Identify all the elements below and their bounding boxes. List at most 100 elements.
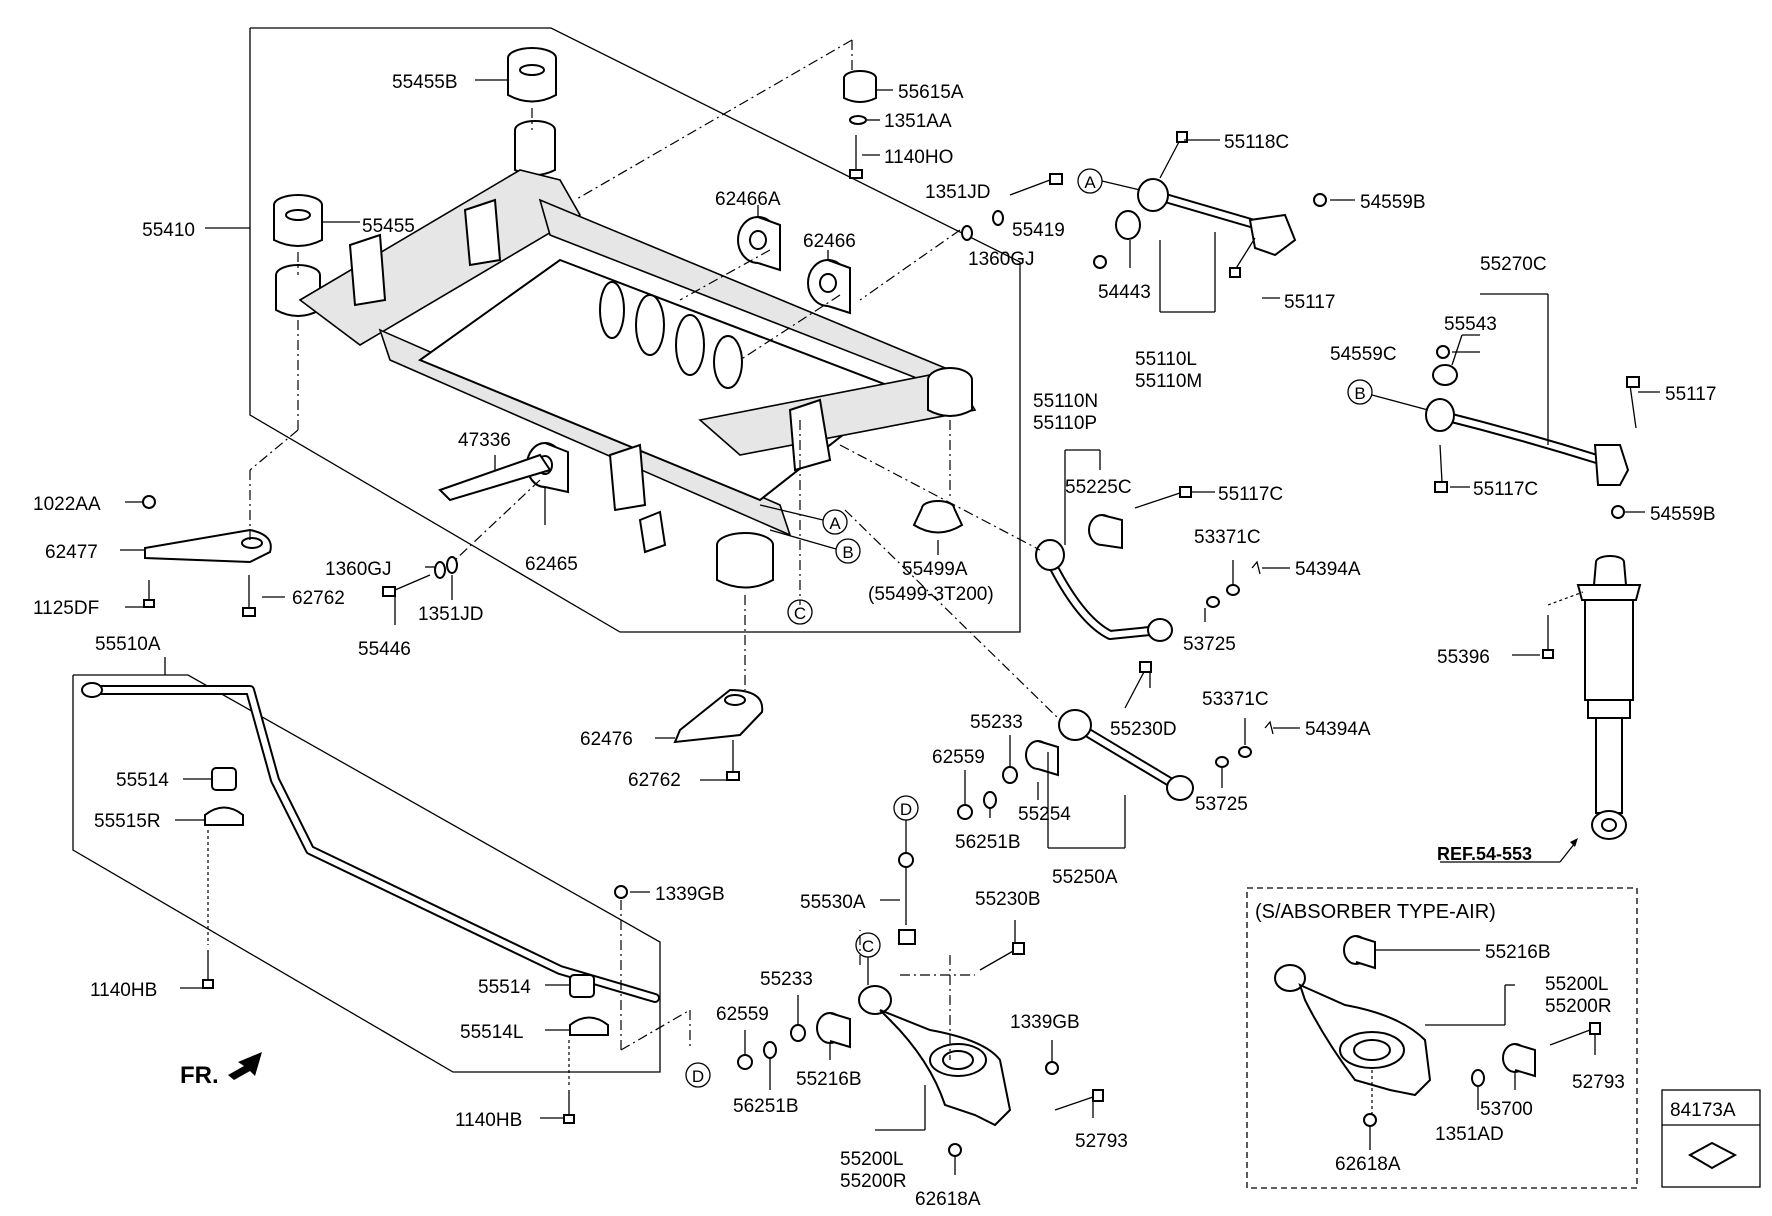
label-55216b_b: 55216B (1485, 942, 1551, 963)
bolt-62762-a (242, 575, 256, 617)
label-55455: 55455 (362, 216, 415, 237)
label-55543: 55543 (1444, 314, 1497, 335)
label-55110m: 55110M (1135, 371, 1202, 392)
bolt-1140HB-a (202, 950, 214, 989)
washer-56251B-b (763, 1041, 777, 1059)
washer-1351JD-b (446, 556, 458, 574)
marker-B-right: B (1347, 379, 1429, 411)
label-55250a: 55250A (1052, 867, 1118, 888)
label-54559c: 54559C (1330, 344, 1397, 365)
mount-62465 (526, 442, 569, 494)
bracket-55514L (569, 1016, 609, 1036)
bracket-62476 (673, 688, 764, 744)
marker-C-mid: C (787, 599, 813, 625)
bolt-55117C-a (1134, 486, 1192, 509)
upper-arm-55110L (1115, 178, 1297, 257)
label-62466a: 62466A (715, 189, 781, 210)
bushing-55455B (507, 47, 557, 103)
label-55499_3t200: (55499-3T200) (868, 584, 994, 605)
bolt-1140HB-b (563, 1090, 575, 1124)
bolt-52793-a (1054, 1089, 1104, 1111)
bushing-55254 (1025, 740, 1059, 777)
label-1351jd_b: 1351JD (418, 604, 484, 625)
label-55200r_b: 55200R (1545, 996, 1612, 1017)
washer-1360GJ-b (434, 561, 446, 579)
subframe-crossmember (275, 120, 977, 589)
svg-text:B: B (1354, 384, 1365, 403)
svg-text:C: C (862, 937, 874, 956)
bushing-53700 (1502, 1043, 1536, 1078)
marker-D-lower: D (685, 1062, 711, 1088)
label-54443: 54443 (1098, 282, 1151, 303)
air-absorber-group-box (1246, 887, 1638, 1189)
label-1140hb_a: 1140HB (90, 980, 157, 1001)
label-62559_a: 62559 (932, 747, 985, 768)
bolt-55419 (1009, 173, 1063, 196)
bolt-55230B (979, 942, 1025, 971)
label-62476: 62476 (580, 729, 633, 750)
label-55117c_b: 55117C (1473, 479, 1538, 500)
label-55110l: 55110L (1135, 349, 1197, 370)
label-62618a_a: 62618A (915, 1189, 981, 1210)
mount-62466 (807, 259, 851, 315)
bushing-55514-b (569, 974, 595, 998)
label-54559b_b: 54559B (1650, 504, 1716, 525)
label-62559_b: 62559 (716, 1004, 769, 1025)
label-53700: 53700 (1480, 1099, 1533, 1120)
label-1140ho: 1140HO (884, 147, 953, 168)
label-55446: 55446 (358, 639, 411, 660)
svg-text:A: A (1084, 173, 1096, 192)
label-1360gj_b: 1360GJ (325, 559, 392, 580)
label-55270c: 55270C (1480, 254, 1547, 275)
shock-absorber (1576, 555, 1642, 840)
label-55118c: 55118C (1224, 132, 1289, 153)
nut-62559-a (957, 804, 973, 820)
washer-53725-b (1215, 756, 1229, 768)
svg-text:C: C (794, 604, 806, 623)
bracket-62477 (144, 528, 272, 564)
air-lower-arm (1274, 964, 1432, 1097)
label-fr: FR. (180, 1062, 219, 1089)
label-55514_b: 55514 (478, 977, 531, 998)
ref-arrow-icon (1440, 838, 1578, 863)
link-55530A (898, 852, 916, 945)
marker-B-mid: B (769, 529, 861, 564)
bracket-55515R (204, 806, 244, 826)
label-55254: 55254 (1018, 804, 1071, 825)
label-55230b: 55230B (975, 889, 1041, 910)
arm-55250A (1058, 709, 1194, 801)
label-55514_a: 55514 (116, 770, 169, 791)
label-62466: 62466 (803, 231, 856, 252)
front-arrow-icon (228, 1052, 262, 1080)
label-84173a: 84173A (1670, 1100, 1736, 1121)
nut-62618A-a (948, 1143, 962, 1157)
label-56251b_b: 56251B (733, 1096, 799, 1117)
subframe-group-outline (249, 27, 1021, 633)
label-55419: 55419 (1012, 220, 1065, 241)
lower-arm-55200L (858, 985, 1012, 1127)
nut-1022AA (142, 495, 156, 509)
label-55200l_a: 55200L (840, 1149, 903, 1170)
label-55225c: 55225C (1065, 477, 1132, 498)
bolt-55118C (1159, 131, 1188, 179)
bushing-55455 (273, 194, 323, 247)
label-55530a: 55530A (800, 892, 866, 913)
bolt-55446 (382, 574, 431, 597)
svg-text:B: B (842, 543, 853, 562)
arm-55110N (1035, 539, 1173, 642)
stabilizer-group-outline (72, 674, 661, 1073)
label-1125df: 1125DF (33, 598, 99, 619)
bolt-52793-b (1549, 1022, 1601, 1046)
label-47336: 47336 (458, 430, 511, 451)
bolt-55117-b (1626, 376, 1640, 429)
nut-54559C (1436, 345, 1450, 359)
mount-62466A (737, 216, 781, 272)
label-53371c_a: 53371C (1194, 527, 1261, 548)
nut-62559-b (737, 1054, 753, 1070)
label-54559b_a: 54559B (1360, 192, 1426, 213)
label-55117_b: 55117 (1665, 384, 1716, 405)
leader-lines (120, 79, 1660, 1175)
label-1360gj_a: 1360GJ (968, 249, 1035, 270)
assembly-lines (207, 39, 1584, 1115)
